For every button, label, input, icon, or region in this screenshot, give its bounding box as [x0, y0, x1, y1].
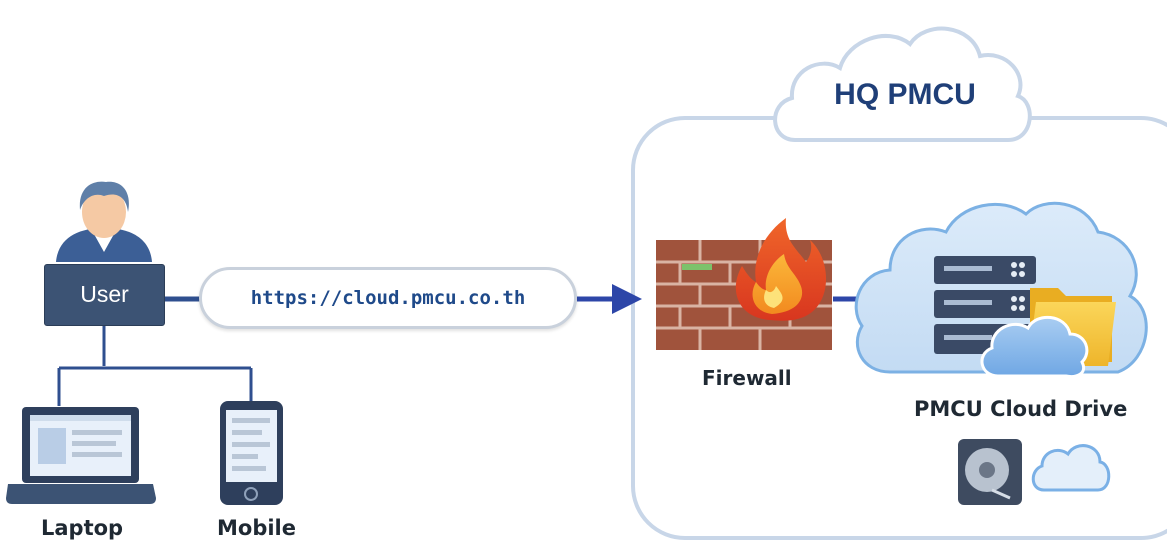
laptop-icon	[6, 407, 156, 504]
device-connector	[57, 326, 253, 406]
user-avatar-icon	[56, 181, 152, 262]
cloud-drive-label: PMCU Cloud Drive	[914, 397, 1128, 421]
flame-icon	[735, 218, 827, 321]
hq-title-cloud	[773, 26, 1032, 142]
server-icon	[934, 256, 1036, 354]
firewall-label: Firewall	[702, 366, 792, 390]
hard-drive-icon	[958, 439, 1022, 505]
user-box: User	[44, 264, 165, 326]
url-to-firewall-arrow	[577, 284, 642, 314]
user-label: User	[80, 281, 129, 307]
laptop-label: Laptop	[41, 516, 124, 540]
mobile-icon	[220, 401, 283, 505]
url-pill[interactable]: https://cloud.pmcu.co.th	[199, 267, 577, 329]
outline-cloud-icon	[1031, 444, 1111, 492]
small-cloud-icon	[980, 315, 1089, 378]
mobile-label: Mobile	[217, 516, 296, 540]
url-text[interactable]: https://cloud.pmcu.co.th	[250, 287, 526, 309]
hq-title: HQ PMCU	[834, 78, 976, 111]
